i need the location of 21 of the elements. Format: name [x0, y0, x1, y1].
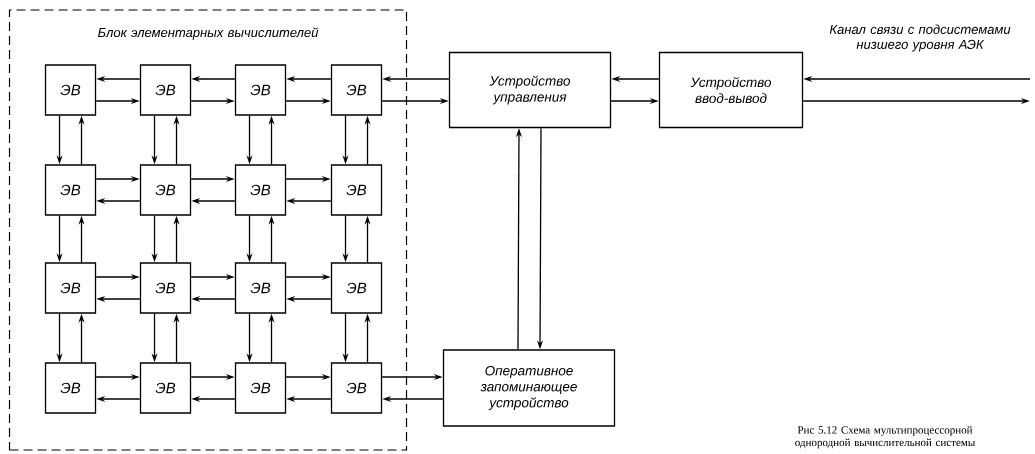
processor-box: ЭВ [330, 64, 383, 116]
processor-box: ЭВ [44, 164, 97, 216]
processor-box: ЭВ [139, 262, 192, 314]
processor-box: ЭВ [44, 262, 97, 314]
processor-box: ЭВ [234, 64, 287, 116]
device-box: Оперативное запоминающее устройство [442, 349, 616, 427]
processor-box: ЭВ [330, 262, 383, 314]
processor-box: ЭВ [139, 362, 192, 414]
processor-box: ЭВ [234, 262, 287, 314]
device-box: Устройство ввод-вывод [658, 51, 804, 129]
processor-box: ЭВ [330, 362, 383, 414]
device-box: Устройство управления [448, 51, 612, 129]
processor-box: ЭВ [44, 64, 97, 116]
processor-box: ЭВ [139, 64, 192, 116]
processor-box: ЭВ [234, 362, 287, 414]
processor-box: ЭВ [139, 164, 192, 216]
figure-caption: Рис 5.12 Схема мультипроцессорной однородной вычислительной системы [795, 426, 975, 449]
processor-box: ЭВ [44, 362, 97, 414]
processor-box: ЭВ [330, 164, 383, 216]
processor-box: ЭВ [234, 164, 287, 216]
channel-label: Канал связи с подсистемами низшего уровня АЭК [829, 24, 1011, 52]
